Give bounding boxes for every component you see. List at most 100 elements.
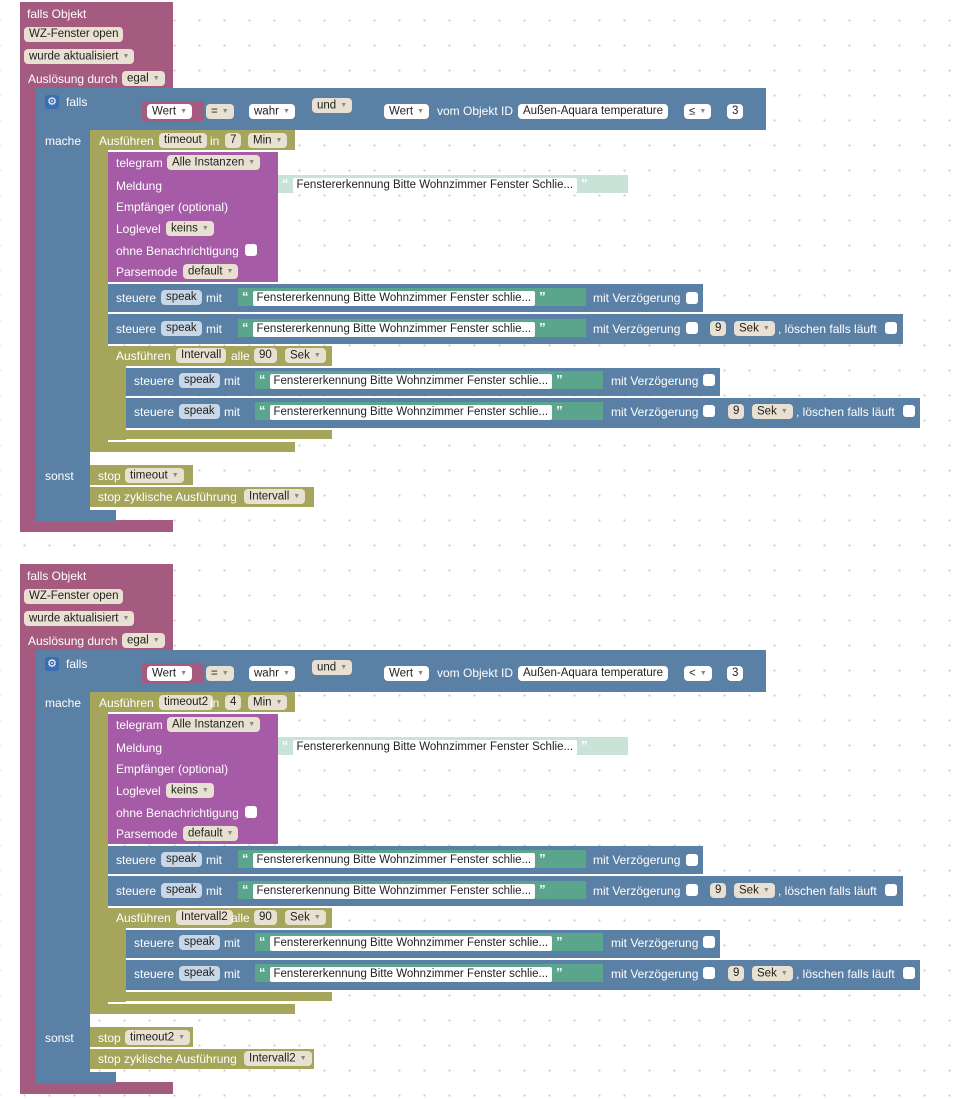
checkbox-icon[interactable] <box>245 806 257 818</box>
compare-operator[interactable]: =▼ <box>206 666 234 681</box>
checkbox-icon[interactable] <box>703 374 715 386</box>
operator-dropdown[interactable]: ≤▼ <box>684 104 712 119</box>
speak-dropdown[interactable]: speak <box>179 404 220 419</box>
timeout-value-field[interactable]: 4 <box>225 695 242 710</box>
operator-dropdown[interactable]: <▼ <box>684 666 712 681</box>
telegram-block[interactable] <box>108 152 278 282</box>
gear-icon[interactable]: ⚙ <box>45 657 59 671</box>
text-block[interactable]: “Fenstererkennung Bitte Wohnzimmer Fenst… <box>255 933 603 951</box>
delay-value-field[interactable]: 9 <box>728 404 745 419</box>
wert2-dropdown[interactable]: Wert▼ <box>384 666 430 681</box>
timeout-value-field-value: 4 <box>230 696 237 708</box>
event-dropdown[interactable]: wurde aktualisiert▼ <box>24 611 135 626</box>
text-block[interactable]: “Fenstererkennung Bitte Wohnzimmer Fenst… <box>238 881 586 899</box>
stop-interval-dropdown[interactable]: Intervall2▼ <box>244 1051 312 1066</box>
telegram-instance-dropdown[interactable]: Alle Instanzen▼ <box>167 717 261 732</box>
checkbox-icon[interactable] <box>885 884 897 896</box>
checkbox-icon[interactable] <box>245 244 257 256</box>
loglevel-dropdown[interactable]: keins▼ <box>166 221 214 236</box>
text-value[interactable]: Fenstererkennung Bitte Wohnzimmer Fenste… <box>269 936 553 951</box>
delay-value-field[interactable]: 9 <box>710 321 727 336</box>
parsemode-dropdown[interactable]: default▼ <box>183 826 239 841</box>
checkbox-icon[interactable] <box>686 322 698 334</box>
gear-icon[interactable]: ⚙ <box>45 95 59 109</box>
und-dropdown[interactable]: und▼ <box>312 98 353 113</box>
checkbox-icon[interactable] <box>903 967 915 979</box>
wert-dropdown[interactable]: Wert▼ <box>147 104 193 119</box>
number-field[interactable]: 3 <box>727 104 744 119</box>
number-field[interactable]: 3 <box>727 666 744 681</box>
checkbox-icon[interactable] <box>703 405 715 417</box>
timeout-value-field[interactable]: 7 <box>225 133 242 148</box>
objekt-id-field[interactable]: Außen-Aquara temperature <box>518 666 668 681</box>
checkbox-icon[interactable] <box>703 967 715 979</box>
interval-name-field[interactable]: Intervall <box>176 348 227 363</box>
text-block[interactable]: “Fenstererkennung Bitte Wohnzimmer Fenst… <box>238 288 586 306</box>
text-value[interactable]: Fenstererkennung Bitte Wohnzimmer Fenste… <box>269 374 553 389</box>
delay-unit-dropdown[interactable]: Sek▼ <box>752 966 793 981</box>
telegram-instance-dropdown-value: Alle Instanzen <box>172 156 245 169</box>
objekt-id-field[interactable]: Außen-Aquara temperature <box>518 104 668 119</box>
checkbox-icon[interactable] <box>686 292 698 304</box>
speak-dropdown[interactable]: speak <box>161 321 202 336</box>
stop-interval-dropdown[interactable]: Intervall▼ <box>244 489 306 504</box>
text-value[interactable]: Fenstererkennung Bitte Wohnzimmer Fenste… <box>252 291 536 306</box>
text-value[interactable]: Fenstererkennung Bitte Wohnzimmer Fenste… <box>269 967 553 982</box>
interval-unit-dropdown[interactable]: Sek▼ <box>285 910 326 925</box>
telegram-instance-dropdown[interactable]: Alle Instanzen▼ <box>167 155 261 170</box>
interval-value-field[interactable]: 90 <box>254 348 277 363</box>
telegram-block[interactable] <box>108 714 278 844</box>
text-block[interactable]: “Fenstererkennung Bitte Wohnzimmer Fenst… <box>238 319 586 337</box>
loglevel-dropdown[interactable]: keins▼ <box>166 783 214 798</box>
text-block[interactable]: “Fenstererkennung Bitte Wohnzimmer Fenst… <box>278 175 628 193</box>
wert-dropdown[interactable]: Wert▼ <box>147 666 193 681</box>
text-block[interactable]: “Fenstererkennung Bitte Wohnzimmer Fenst… <box>278 737 628 755</box>
parsemode-dropdown[interactable]: default▼ <box>183 264 239 279</box>
speak-dropdown[interactable]: speak <box>161 852 202 867</box>
und-dropdown[interactable]: und▼ <box>312 660 353 675</box>
interval-unit-dropdown[interactable]: Sek▼ <box>285 348 326 363</box>
delay-unit-dropdown[interactable]: Sek▼ <box>734 883 775 898</box>
wahr-dropdown[interactable]: wahr▼ <box>249 104 295 119</box>
text-value[interactable]: Fenstererkennung Bitte Wohnzimmer Fenste… <box>292 178 578 193</box>
stop-timeout-dropdown[interactable]: timeout▼ <box>125 468 184 483</box>
event-dropdown[interactable]: wurde aktualisiert▼ <box>24 49 135 64</box>
text-value[interactable]: Fenstererkennung Bitte Wohnzimmer Fenste… <box>252 884 536 899</box>
ausloesung-dropdown[interactable]: egal▼ <box>122 71 165 86</box>
wert2-dropdown[interactable]: Wert▼ <box>384 104 430 119</box>
speak-dropdown[interactable]: speak <box>161 883 202 898</box>
text-block[interactable]: “Fenstererkennung Bitte Wohnzimmer Fenst… <box>255 402 603 420</box>
timeout-unit-dropdown[interactable]: Min▼ <box>248 695 288 710</box>
text-value[interactable]: Fenstererkennung Bitte Wohnzimmer Fenste… <box>252 853 536 868</box>
ausloesung-dropdown[interactable]: egal▼ <box>122 633 165 648</box>
timeout-name-field[interactable]: timeout <box>159 133 207 148</box>
speak-dropdown[interactable]: speak <box>179 935 220 950</box>
checkbox-icon[interactable] <box>686 854 698 866</box>
delay-unit-dropdown[interactable]: Sek▼ <box>752 404 793 419</box>
text-value[interactable]: Fenstererkennung Bitte Wohnzimmer Fenste… <box>292 740 578 755</box>
checkbox-icon[interactable] <box>903 405 915 417</box>
text-value[interactable]: Fenstererkennung Bitte Wohnzimmer Fenste… <box>252 322 536 337</box>
delay-unit-dropdown[interactable]: Sek▼ <box>734 321 775 336</box>
speak-dropdown[interactable]: speak <box>179 966 220 981</box>
text-block[interactable]: “Fenstererkennung Bitte Wohnzimmer Fenst… <box>255 371 603 389</box>
checkbox-icon[interactable] <box>703 936 715 948</box>
speak-dropdown[interactable]: speak <box>161 290 202 305</box>
stop-timeout-dropdown[interactable]: timeout2▼ <box>125 1030 191 1045</box>
text-block[interactable]: “Fenstererkennung Bitte Wohnzimmer Fenst… <box>255 964 603 982</box>
wahr-dropdown[interactable]: wahr▼ <box>249 666 295 681</box>
text-value[interactable]: Fenstererkennung Bitte Wohnzimmer Fenste… <box>269 405 553 420</box>
timeout-name-field[interactable]: timeout2 <box>159 695 214 710</box>
speak-dropdown[interactable]: speak <box>179 373 220 388</box>
object-id-field[interactable]: WZ-Fenster open <box>24 27 124 42</box>
interval-name-field[interactable]: Intervall2 <box>176 910 233 925</box>
object-id-field[interactable]: WZ-Fenster open <box>24 589 124 604</box>
interval-value-field[interactable]: 90 <box>254 910 277 925</box>
text-block[interactable]: “Fenstererkennung Bitte Wohnzimmer Fenst… <box>238 850 586 868</box>
checkbox-icon[interactable] <box>686 884 698 896</box>
timeout-unit-dropdown[interactable]: Min▼ <box>248 133 288 148</box>
delay-value-field[interactable]: 9 <box>710 883 727 898</box>
compare-operator[interactable]: =▼ <box>206 104 234 119</box>
checkbox-icon[interactable] <box>885 322 897 334</box>
delay-value-field[interactable]: 9 <box>728 966 745 981</box>
